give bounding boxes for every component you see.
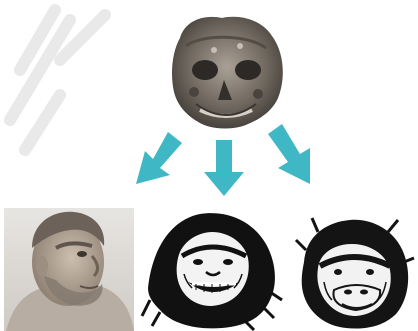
- arrow-to-left-reconstruction: [136, 132, 182, 184]
- arrow-to-right-reconstruction: [268, 124, 310, 184]
- gorilla-like-face-reconstruction: [296, 218, 414, 328]
- human-like-face-reconstruction: [4, 208, 134, 331]
- arrow-to-center-reconstruction: [204, 140, 244, 196]
- watermark: [10, 10, 105, 150]
- chimpanzee-like-face-reconstruction: [142, 213, 282, 330]
- fossil-skull-image: [172, 17, 283, 129]
